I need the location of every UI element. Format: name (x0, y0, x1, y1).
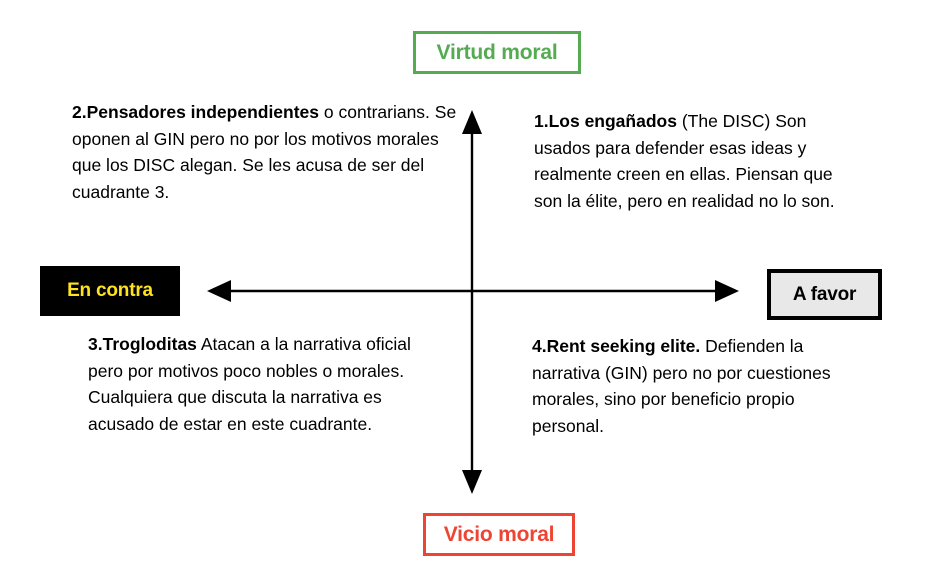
quadrant-1-lead-suffix: (The DISC) (676, 111, 771, 131)
pole-label-right-text: A favor (792, 283, 857, 305)
axis-arrow-left (207, 280, 231, 302)
pole-label-top: Virtud moral (413, 31, 581, 74)
quadrant-4-body: Defienden la narrativa (GIN) pero no por… (532, 336, 831, 436)
quadrant-4-text: 4.Rent seeking elite. Defienden la narra… (532, 333, 862, 439)
quadrant-4-lead: 4.Rent seeking elite. (532, 336, 701, 356)
quadrant-3-paragraph: 3.Trogloditas Atacan a la narrativa ofic… (88, 331, 418, 437)
quadrant-4-paragraph: 4.Rent seeking elite. Defienden la narra… (532, 333, 862, 439)
pole-label-top-text: Virtud moral (436, 40, 558, 64)
quadrant-2-lead: 2.Pensadores independientes (72, 102, 320, 122)
quadrant-1-body: Son usados para defender esas ideas y re… (534, 111, 835, 211)
quadrant-2-body: Se oponen al GIN pero no por los motivos… (72, 102, 457, 202)
quadrant-1-lead: 1.Los engañados (534, 111, 677, 131)
axis-arrow-down (462, 470, 482, 494)
quadrant-1-paragraph: 1.Los engañados (The DISC) Son usados pa… (534, 108, 854, 214)
quadrant-2-lead-suffix: o contrarians. (319, 102, 430, 122)
quadrant-2-paragraph: 2.Pensadores independientes o contrarian… (72, 99, 462, 205)
pole-label-right: A favor (767, 269, 882, 320)
pole-label-bottom: Vicio moral (423, 513, 575, 556)
axis-arrow-up (462, 110, 482, 134)
pole-label-left-text: En contra (67, 280, 153, 301)
quadrant-3-body: Atacan a la narrativa oficial pero por m… (88, 334, 411, 434)
quadrant-1-text: 1.Los engañados (The DISC) Son usados pa… (534, 108, 854, 214)
axis-arrow-right (715, 280, 739, 302)
quadrant-3-lead: 3.Trogloditas (88, 334, 197, 354)
quadrant-3-text: 3.Trogloditas Atacan a la narrativa ofic… (88, 331, 418, 437)
pole-label-bottom-text: Vicio moral (443, 522, 555, 546)
quadrant-2-text: 2.Pensadores independientes o contrarian… (72, 99, 462, 205)
pole-label-left: En contra (40, 266, 180, 316)
